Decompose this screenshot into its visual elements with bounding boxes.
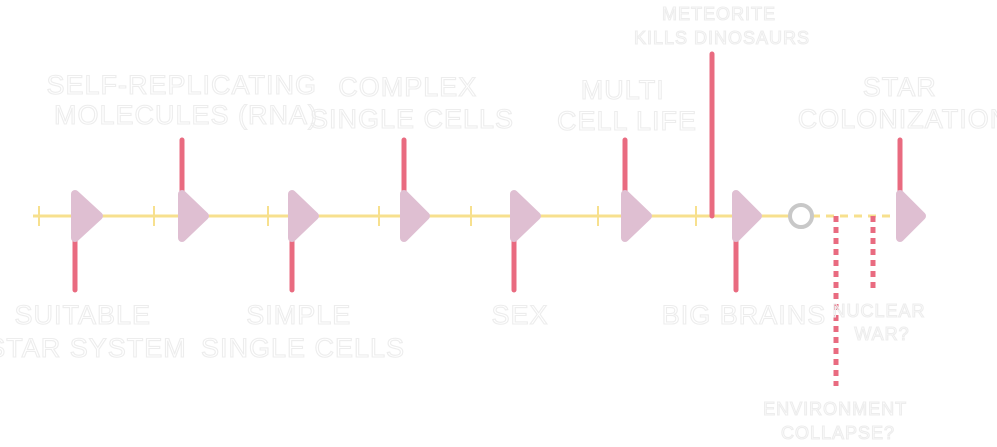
- label-meteorite: METEORITE KILLS DINOSAURS: [634, 4, 810, 48]
- label-simple-single-cells: SIMPLE SINGLE CELLS: [201, 300, 405, 363]
- label-line: STAR SYSTEM: [0, 333, 187, 363]
- label-multi-cell-life: MULTI CELL LIFE: [557, 75, 697, 136]
- label-suitable-star-system: SUITABLE STAR SYSTEM: [0, 300, 187, 363]
- present-marker: [788, 203, 814, 229]
- step-marker: [621, 190, 652, 242]
- label-nuclear-war: NUCLEAR WAR?: [832, 301, 931, 344]
- label-line: BIG BRAINS: [662, 300, 827, 330]
- label-line: NUCLEAR: [832, 301, 925, 321]
- label-environment-collapse: ENVIRONMENT COLLAPSE?: [763, 399, 913, 443]
- label-line: KILLS DINOSAURS: [634, 28, 810, 48]
- step-marker: [400, 190, 430, 242]
- milestone-labels: SUITABLE STAR SYSTEM SELF-REPLICATING MO…: [0, 3, 997, 443]
- step-marker: [732, 190, 762, 242]
- label-line: SUITABLE: [14, 300, 151, 330]
- label-line: MULTI: [581, 75, 665, 105]
- label-line: CELL LIFE: [557, 106, 697, 136]
- label-line: MOLECULES (RNA): [54, 100, 318, 130]
- label-big-brains: BIG BRAINS: [662, 300, 827, 330]
- label-line: COMPLEX: [338, 72, 477, 102]
- label-line: SEX: [491, 300, 548, 330]
- label-line: SINGLE CELLS: [201, 333, 405, 363]
- step-marker: [510, 190, 541, 242]
- label-self-replicating-molecules: SELF-REPLICATING MOLECULES (RNA): [46, 70, 325, 130]
- step-marker: [71, 190, 103, 242]
- step-marker: [288, 190, 319, 242]
- label-line: COLLAPSE?: [781, 423, 895, 443]
- step-marker: [178, 190, 209, 242]
- label-line: SINGLE CELLS: [310, 104, 514, 134]
- timeline-axis: [33, 206, 905, 226]
- label-line: METEORITE: [662, 4, 776, 24]
- step-marker: [896, 190, 926, 242]
- label-sex: SEX: [491, 300, 548, 330]
- label-line: ENVIRONMENT: [763, 399, 907, 419]
- label-complex-single-cells: COMPLEX SINGLE CELLS: [310, 72, 514, 134]
- label-line: COLONIZATION: [798, 104, 997, 134]
- label-line: SELF-REPLICATING: [46, 70, 317, 100]
- label-star-colonization: STAR COLONIZATION: [798, 72, 997, 134]
- label-line: STAR: [863, 72, 937, 102]
- label-line: WAR?: [854, 324, 909, 344]
- step-markers: [71, 190, 926, 242]
- label-line: SIMPLE: [246, 300, 351, 330]
